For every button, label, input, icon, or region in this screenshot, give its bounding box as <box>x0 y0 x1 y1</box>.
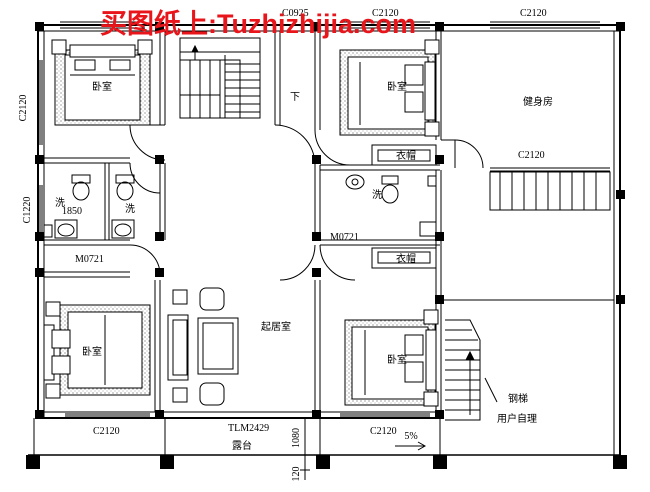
dim-door-m0721-left: M0721 <box>75 254 104 265</box>
dim-left-c1220: C1220 <box>22 197 33 224</box>
bath-left-fixtures <box>43 174 135 239</box>
label-terrace: 露台 <box>232 439 252 452</box>
dim-bottom-c2120-2: C2120 <box>370 426 397 437</box>
dim-top-c0925: C0925 <box>282 8 309 19</box>
door-swings <box>129 124 484 281</box>
dim-1080: 1080 <box>291 428 302 448</box>
dim-top-c2120-1: C2120 <box>372 8 399 19</box>
interior-walls <box>44 31 614 412</box>
living-furniture <box>167 287 239 406</box>
label-bath-left-1: 洗 <box>55 197 65 209</box>
label-bath-left-2: 洗 <box>125 203 135 215</box>
watermark: 买图纸上:Tuzhizhijia.com <box>100 8 416 39</box>
dim-door-tlm2429: TLM2429 <box>228 423 269 434</box>
room-labels: 卧室 卧室 卧室 卧室 健身房 起居室 洗 洗 洗 衣帽 衣帽 露台 <box>55 80 553 452</box>
label-closet-1: 衣帽 <box>396 149 416 162</box>
label-bath-right: 洗 <box>372 189 382 201</box>
label-bedroom-bottom-left: 卧室 <box>82 345 102 358</box>
bed-top-left <box>51 39 153 126</box>
label-user-build: 用户自理 <box>497 412 537 425</box>
dim-door-m0721-right: M0721 <box>330 232 359 243</box>
label-bedroom-top-left: 卧室 <box>92 80 112 93</box>
windows <box>39 21 610 417</box>
dim-120: 120 <box>291 467 302 482</box>
dim-gym-window: C2120 <box>518 150 545 161</box>
bath-right-fixtures <box>345 174 437 237</box>
dimension-labels: C0925 C2120 C2120 C2120 C2120 C1220 1850… <box>18 8 547 482</box>
outer-walls <box>28 24 621 456</box>
dim-left-c2120: C2120 <box>18 95 29 122</box>
annotations: 下 钢梯 用户自理 5% <box>290 92 537 442</box>
bed-bottom-right <box>344 247 439 407</box>
label-bedroom-bottom-right: 卧室 <box>387 353 407 366</box>
label-stair-down: 下 <box>290 92 300 103</box>
dim-bath-1850: 1850 <box>62 206 82 217</box>
terrace-lines <box>164 377 498 480</box>
label-bedroom-top-right: 卧室 <box>387 80 407 93</box>
label-slope: 5% <box>404 431 417 442</box>
dim-top-c2120-2: C2120 <box>520 8 547 19</box>
label-living-room: 起居室 <box>261 320 291 333</box>
dim-bottom-c2120-1: C2120 <box>93 426 120 437</box>
label-closet-2: 衣帽 <box>396 252 416 265</box>
bed-top-right <box>339 39 440 166</box>
columns <box>26 22 627 469</box>
label-gym: 健身房 <box>523 95 553 108</box>
bed-bottom-left <box>43 301 151 399</box>
stair-top <box>179 37 261 119</box>
steel-stair-lower <box>445 319 481 421</box>
label-steel-stair: 钢梯 <box>508 392 528 405</box>
steel-stair <box>489 171 611 211</box>
